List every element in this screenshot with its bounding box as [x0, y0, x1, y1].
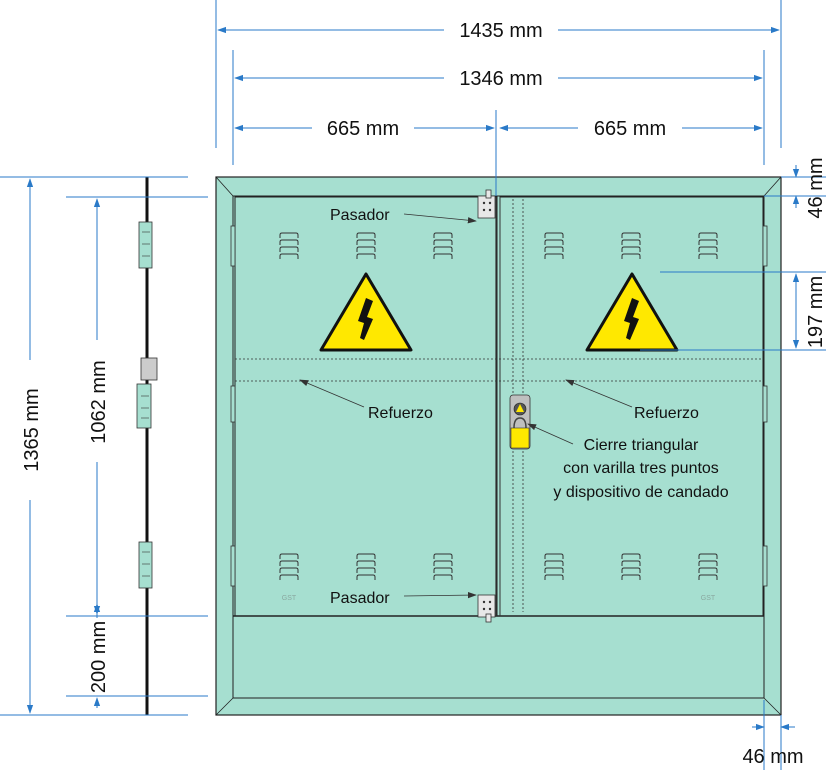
lightning-icon [624, 298, 639, 340]
callout-latch-bottom: Pasador [330, 590, 390, 607]
left-door [234, 196, 498, 617]
manufacturer-stamp-left: GST [282, 595, 297, 602]
dim-overall-width: 1435 mm [459, 20, 542, 42]
cabinet-side-view [136, 177, 158, 715]
vent-louvre [621, 232, 641, 259]
dim-frame-top: 46 mm [805, 157, 827, 218]
vent-louvre [433, 232, 453, 259]
vent-louvre [279, 232, 299, 259]
dim-frame-bottom: 46 mm [742, 746, 803, 768]
lightning-icon [358, 298, 373, 340]
vent-louvre [544, 553, 564, 580]
vent-louvre [356, 232, 376, 259]
dim-right-door-width: 665 mm [594, 118, 666, 140]
vent-louvre [544, 232, 564, 259]
latch-top [477, 189, 496, 219]
warning-sign-left [319, 272, 413, 352]
latch-bottom [477, 594, 496, 623]
hinges [230, 225, 768, 587]
callout-reinforcement-left: Refuerzo [368, 405, 433, 422]
dim-base-height: 200 mm [88, 621, 110, 693]
callout-reinforcement-right: Refuerzo [634, 405, 699, 422]
cabinet-front-view: GST GST [215, 176, 782, 716]
dim-left-door-width: 665 mm [327, 118, 399, 140]
ventilation-grilles [279, 232, 718, 580]
vent-louvre [621, 553, 641, 580]
callout-lock-line3: y dispositivo de candado [553, 484, 728, 501]
vent-louvre [698, 232, 718, 259]
warning-sign-right [585, 272, 679, 352]
vent-louvre [698, 553, 718, 580]
dim-inner-width: 1346 mm [459, 68, 542, 90]
dim-vent-to-sign: 197 mm [805, 276, 827, 348]
callout-latch-top: Pasador [330, 207, 390, 224]
manufacturer-stamp-right: GST [701, 595, 716, 602]
dim-overall-height: 1365 mm [21, 388, 43, 471]
vent-louvre [356, 553, 376, 580]
padlock [510, 427, 530, 449]
callout-leaders [299, 213, 633, 599]
vent-louvre [433, 553, 453, 580]
triangular-lock [509, 394, 531, 450]
callout-lock-line2: con varilla tres puntos [563, 460, 719, 477]
dim-door-height: 1062 mm [88, 360, 110, 443]
vent-louvre [279, 553, 299, 580]
callout-lock-line1: Cierre triangular [584, 437, 699, 454]
